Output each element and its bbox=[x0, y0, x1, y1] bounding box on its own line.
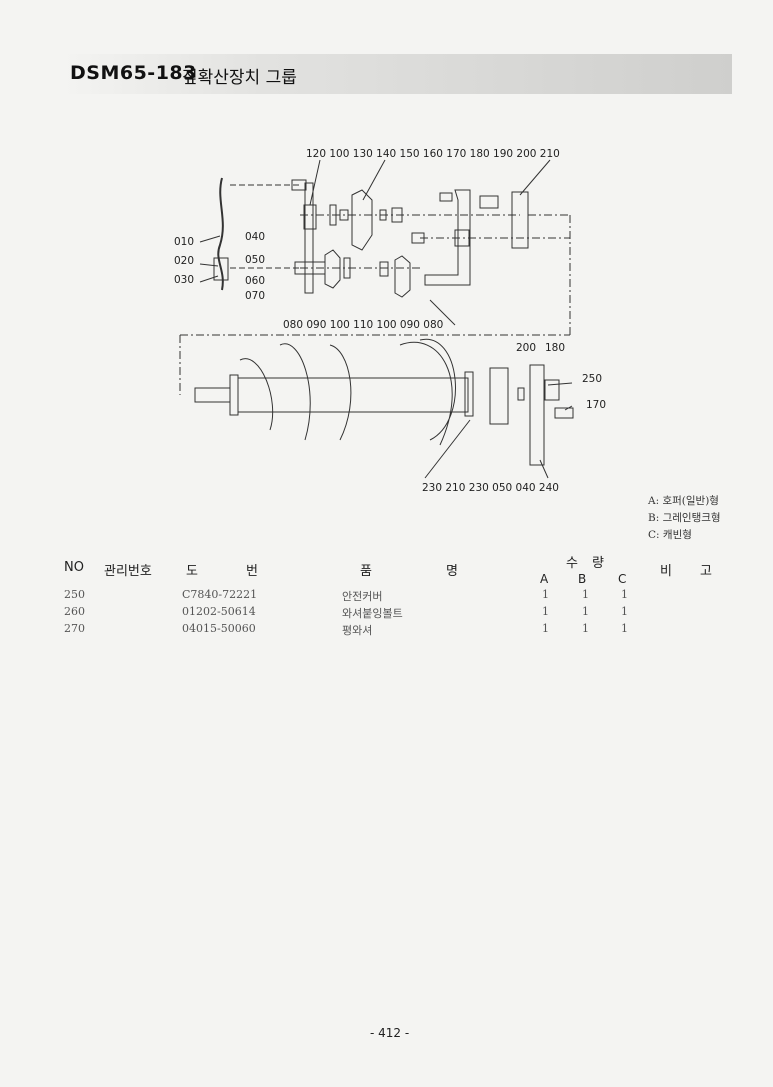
auger-input-shaft bbox=[194, 387, 231, 403]
page-number: - 412 - bbox=[370, 1026, 410, 1040]
bearing-block bbox=[303, 204, 317, 230]
pulley-right bbox=[394, 255, 411, 298]
row-qty-a: 1 bbox=[542, 622, 549, 635]
chain-tensioner bbox=[213, 257, 229, 281]
row-no: 250 bbox=[64, 588, 85, 601]
auger-bearing-housing bbox=[489, 367, 509, 425]
exploded-parts-diagram: 120 100 130 140 150 160 170 180 190 200 … bbox=[174, 148, 606, 494]
callout-250: 250 bbox=[582, 373, 602, 385]
callout-070: 070 bbox=[245, 290, 265, 302]
auger-flight bbox=[239, 338, 456, 446]
row-part-number: 04015-50060 bbox=[182, 622, 256, 635]
callout-200: 200 bbox=[516, 342, 536, 354]
bracket-bolt-lower bbox=[411, 232, 425, 244]
col-mgmt: 관리번호 bbox=[104, 564, 152, 579]
callout-row-pulleys: 080 090 100 110 100 090 080 bbox=[283, 319, 443, 331]
group-code: DSM65-183 bbox=[70, 62, 197, 84]
row-part-name: 안전커버 bbox=[342, 590, 383, 603]
support-arm bbox=[304, 182, 314, 294]
col-remark-1: 비 bbox=[660, 564, 672, 579]
qty-col-c: C bbox=[618, 572, 627, 586]
nut bbox=[391, 207, 403, 223]
mounting-bracket bbox=[424, 189, 471, 286]
auger-flange-right bbox=[464, 371, 474, 417]
variant-a: A: 호퍼(일반)형 bbox=[648, 495, 719, 507]
cover-bracket bbox=[544, 379, 560, 401]
callout-010: 010 bbox=[174, 236, 194, 248]
collar-lower bbox=[379, 261, 389, 277]
auger-flange-left bbox=[229, 374, 239, 416]
row-part-name: 평와셔 bbox=[342, 624, 373, 637]
callout-row-auger: 230 210 230 050 040 240 bbox=[422, 482, 559, 494]
bracket-bolt bbox=[439, 192, 453, 202]
row-qty-b: 1 bbox=[582, 605, 589, 618]
callout-050: 050 bbox=[245, 254, 265, 266]
auger-tube bbox=[237, 377, 469, 413]
group-name: 짚확산장치 그룹 bbox=[182, 68, 297, 88]
qty-col-a: A bbox=[540, 572, 549, 586]
bolt bbox=[291, 179, 307, 191]
callout-040: 040 bbox=[245, 231, 265, 243]
col-name-2: 명 bbox=[446, 564, 458, 579]
col-qty-2: 량 bbox=[592, 556, 604, 571]
col-qty-1: 수 bbox=[566, 556, 578, 571]
row-qty-a: 1 bbox=[542, 605, 549, 618]
qty-col-b: B bbox=[578, 572, 587, 586]
row-qty-c: 1 bbox=[621, 622, 628, 635]
key bbox=[379, 209, 387, 221]
cover-bolt bbox=[554, 407, 574, 419]
callout-030: 030 bbox=[174, 274, 194, 286]
row-qty-a: 1 bbox=[542, 588, 549, 601]
callout-170: 170 bbox=[586, 399, 606, 411]
title-band bbox=[62, 54, 732, 94]
col-name-1: 품 bbox=[360, 564, 372, 579]
col-drawing-2: 번 bbox=[246, 564, 258, 579]
washer-small bbox=[517, 387, 525, 401]
spacer bbox=[343, 257, 351, 279]
col-drawing-1: 도 bbox=[186, 564, 198, 579]
bracket-block bbox=[454, 229, 470, 247]
callout-060: 060 bbox=[245, 275, 265, 287]
callout-180: 180 bbox=[545, 342, 565, 354]
collar bbox=[339, 209, 349, 221]
col-remark-2: 고 bbox=[700, 564, 712, 579]
row-qty-b: 1 bbox=[582, 588, 589, 601]
pulley-left bbox=[324, 249, 341, 289]
row-qty-c: 1 bbox=[621, 588, 628, 601]
housing-bolt bbox=[479, 195, 499, 209]
safety-cover-plate bbox=[529, 364, 545, 466]
callout-020: 020 bbox=[174, 255, 194, 267]
variant-b: B: 그레인탱크형 bbox=[648, 512, 721, 524]
row-part-number: 01202-50614 bbox=[182, 605, 256, 618]
row-no: 260 bbox=[64, 605, 85, 618]
col-no: NO bbox=[64, 560, 84, 575]
chain bbox=[217, 177, 224, 291]
row-part-name: 와셔붙잉볼트 bbox=[342, 607, 403, 620]
row-qty-b: 1 bbox=[582, 622, 589, 635]
pulley-upper bbox=[351, 189, 373, 251]
row-no: 270 bbox=[64, 622, 85, 635]
washer bbox=[329, 204, 337, 226]
bearing-housing bbox=[511, 191, 529, 249]
row-part-number: C7840-72221 bbox=[182, 588, 258, 601]
variant-c: C: 캐빈형 bbox=[648, 529, 692, 541]
callout-row-top: 120 100 130 140 150 160 170 180 190 200 … bbox=[306, 148, 560, 160]
row-qty-c: 1 bbox=[621, 605, 628, 618]
